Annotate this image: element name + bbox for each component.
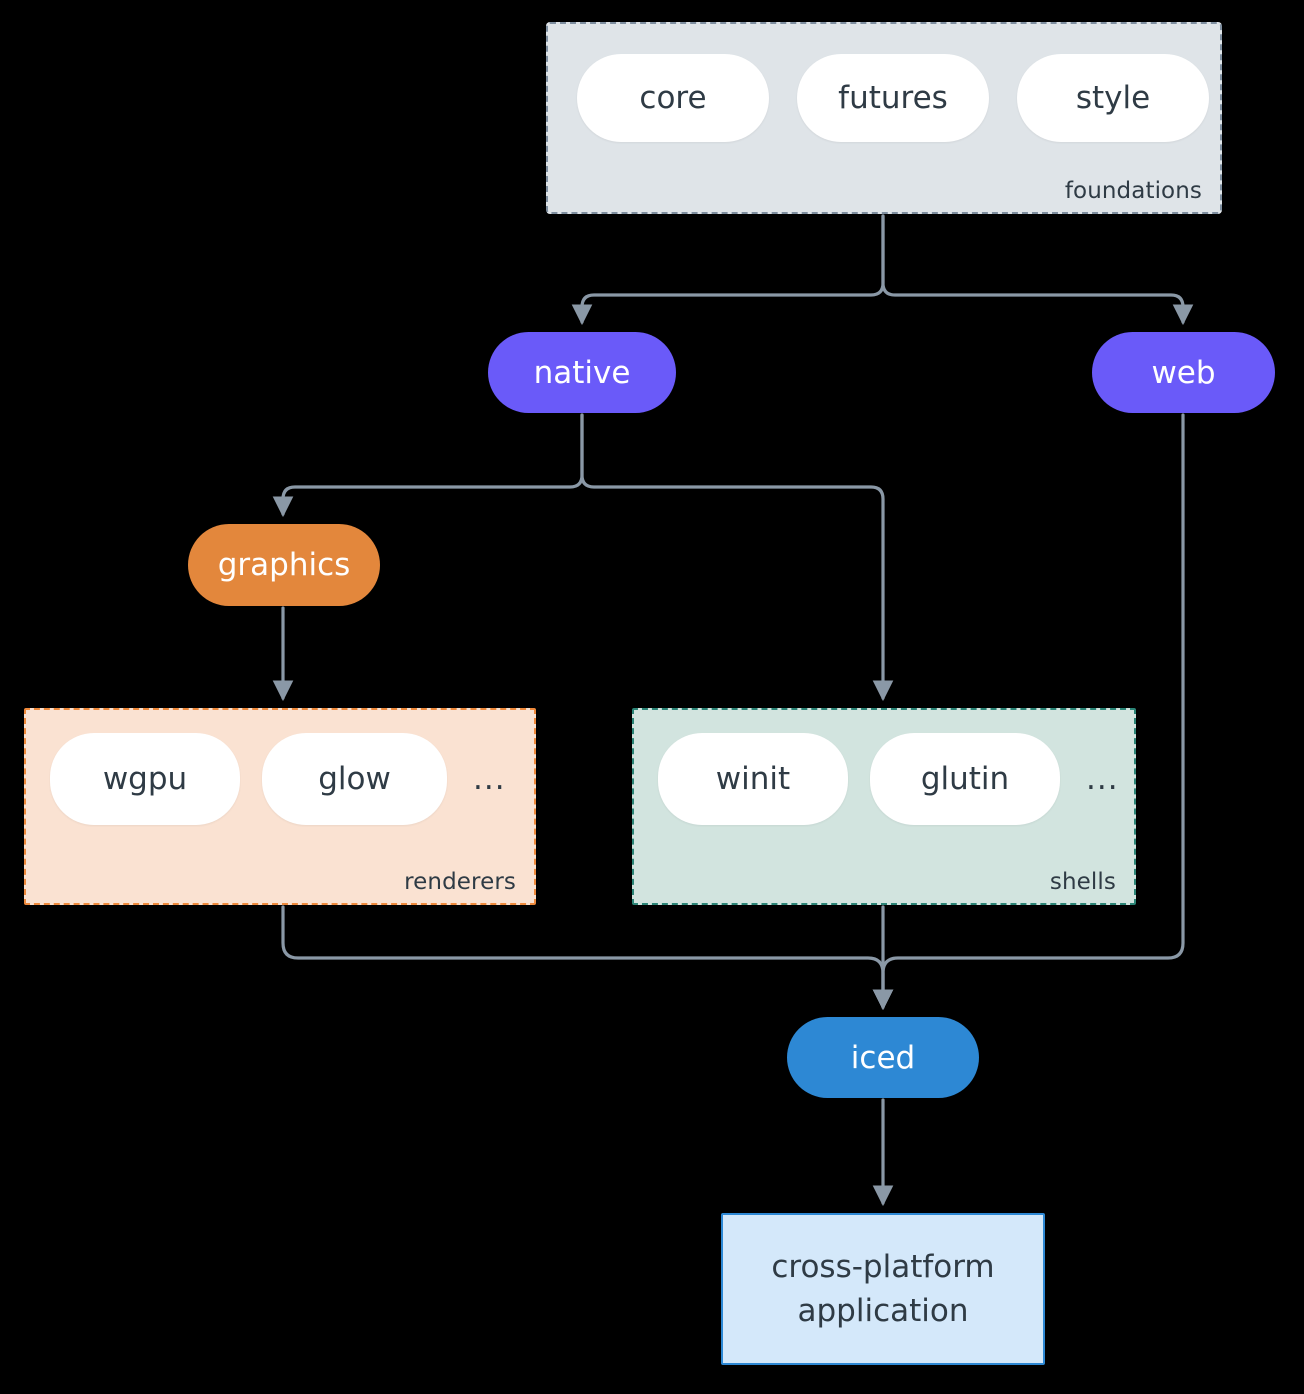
edge-renderers-iced [281,905,894,1011]
edge-foundations-native [571,214,885,326]
application-line-2: application [797,1293,969,1329]
node-cross-platform-application[interactable]: cross-platform application [721,1213,1045,1365]
group-foundations: core futures style foundations [546,22,1222,214]
node-graphics[interactable]: graphics [188,524,380,606]
pill-glow[interactable]: glow [262,733,447,825]
node-web[interactable]: web [1092,332,1275,413]
edge-native-graphics [272,413,584,518]
pill-core[interactable]: core [577,54,769,142]
foundations-items: core futures style [577,54,1209,142]
node-iced[interactable]: iced [787,1017,979,1098]
edge-foundations-web [881,214,1194,326]
shells-items: winit glutin ... [658,733,1123,825]
pill-winit[interactable]: winit [658,733,848,825]
node-native[interactable]: native [488,332,676,413]
pill-futures[interactable]: futures [797,54,989,142]
edge-native-shells [580,413,894,702]
pill-style[interactable]: style [1017,54,1209,142]
group-shells: winit glutin ... shells [632,708,1136,905]
pill-glutin[interactable]: glutin [870,733,1060,825]
shells-more-ellipsis: ... [1086,760,1119,797]
pill-wgpu[interactable]: wgpu [50,733,240,825]
renderers-items: wgpu glow ... [50,733,510,825]
renderers-more-ellipsis: ... [473,760,506,797]
application-line-1: cross-platform [771,1248,995,1285]
group-label-renderers: renderers [404,869,516,895]
group-label-shells: shells [1049,869,1116,895]
group-renderers: wgpu glow ... renderers [24,708,536,905]
group-label-foundations: foundations [1064,178,1202,204]
